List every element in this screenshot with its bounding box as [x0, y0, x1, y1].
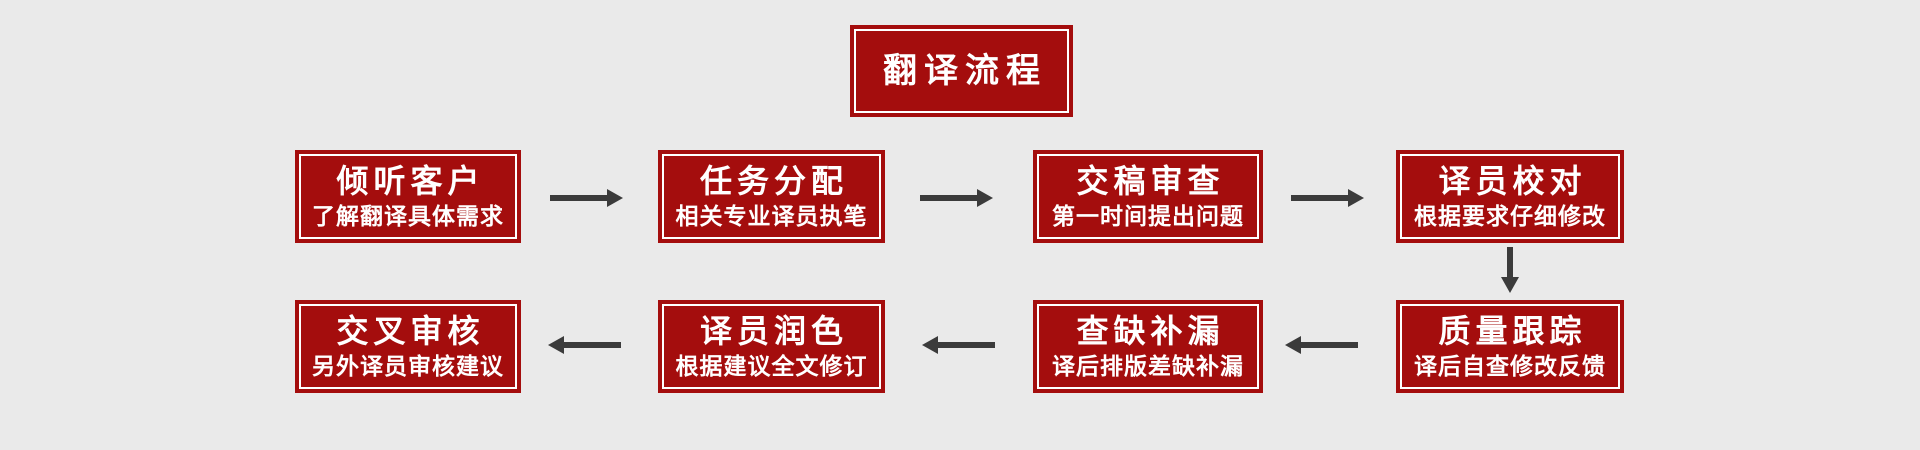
step-box-cross-review: 交叉审核 另外译员审核建议: [295, 300, 521, 393]
step-box-inner: 倾听客户 了解翻译具体需求: [299, 154, 517, 239]
step-title: 查缺补漏: [1076, 312, 1225, 349]
step-box-inner: 查缺补漏 译后排版差缺补漏: [1037, 304, 1259, 389]
arrow-shaft: [938, 342, 995, 348]
step-box-gap-filling: 查缺补漏 译后排版差缺补漏: [1033, 300, 1263, 393]
arrow-head: [1285, 336, 1301, 354]
arrow-shaft: [920, 195, 977, 201]
arrow-right-icon: [1291, 189, 1364, 207]
step-box-listen-client: 倾听客户 了解翻译具体需求: [295, 150, 521, 243]
diagram-title-box: 翻译流程: [850, 25, 1073, 117]
step-box-inner: 质量跟踪 译后自查修改反馈: [1400, 304, 1620, 389]
step-box-inner: 译员润色 根据建议全文修订: [662, 304, 881, 389]
step-box-task-assignment: 任务分配 相关专业译员执笔: [658, 150, 885, 243]
step-subtitle: 相关专业译员执笔: [675, 202, 868, 229]
step-subtitle: 根据要求仔细修改: [1414, 202, 1606, 229]
step-subtitle: 译后排版差缺补漏: [1052, 352, 1244, 379]
step-title: 译员校对: [1438, 162, 1587, 199]
arrow-right-icon: [550, 189, 623, 207]
step-title: 译员润色: [699, 312, 848, 349]
arrow-head: [922, 336, 938, 354]
step-subtitle: 根据建议全文修订: [675, 352, 868, 379]
step-box-inner: 交叉审核 另外译员审核建议: [299, 304, 517, 389]
diagram-title: 翻译流程: [883, 51, 1047, 90]
arrow-head: [607, 189, 623, 207]
step-box-inner: 交稿审查 第一时间提出问题: [1037, 154, 1259, 239]
step-title: 交稿审查: [1076, 162, 1225, 199]
step-box-quality-tracking: 质量跟踪 译后自查修改反馈: [1396, 300, 1624, 393]
step-subtitle: 了解翻译具体需求: [312, 202, 504, 229]
arrow-shaft: [1291, 195, 1348, 201]
arrow-head: [1501, 277, 1519, 293]
step-subtitle: 另外译员审核建议: [312, 352, 504, 379]
arrow-left-icon: [1285, 336, 1358, 354]
arrow-shaft: [1301, 342, 1358, 348]
step-title: 倾听客户: [336, 162, 485, 199]
step-title: 交叉审核: [336, 312, 485, 349]
step-subtitle: 译后自查修改反馈: [1414, 352, 1606, 379]
arrow-shaft: [564, 342, 621, 348]
arrow-right-icon: [920, 189, 993, 207]
step-box-inner: 任务分配 相关专业译员执笔: [662, 154, 881, 239]
arrow-head: [977, 189, 993, 207]
step-subtitle: 第一时间提出问题: [1052, 202, 1244, 229]
step-box-translator-polish: 译员润色 根据建议全文修订: [658, 300, 885, 393]
step-box-draft-review: 交稿审查 第一时间提出问题: [1033, 150, 1263, 243]
step-title: 任务分配: [699, 162, 848, 199]
arrow-shaft: [550, 195, 607, 201]
arrow-shaft: [1507, 247, 1513, 277]
step-box-inner: 译员校对 根据要求仔细修改: [1400, 154, 1620, 239]
step-title: 质量跟踪: [1438, 312, 1587, 349]
arrow-down-icon: [1501, 247, 1519, 293]
arrow-head: [1348, 189, 1364, 207]
arrow-head: [548, 336, 564, 354]
arrow-left-icon: [548, 336, 621, 354]
arrow-left-icon: [922, 336, 995, 354]
step-box-translator-proofread: 译员校对 根据要求仔细修改: [1396, 150, 1624, 243]
diagram-title-inner: 翻译流程: [854, 29, 1069, 113]
